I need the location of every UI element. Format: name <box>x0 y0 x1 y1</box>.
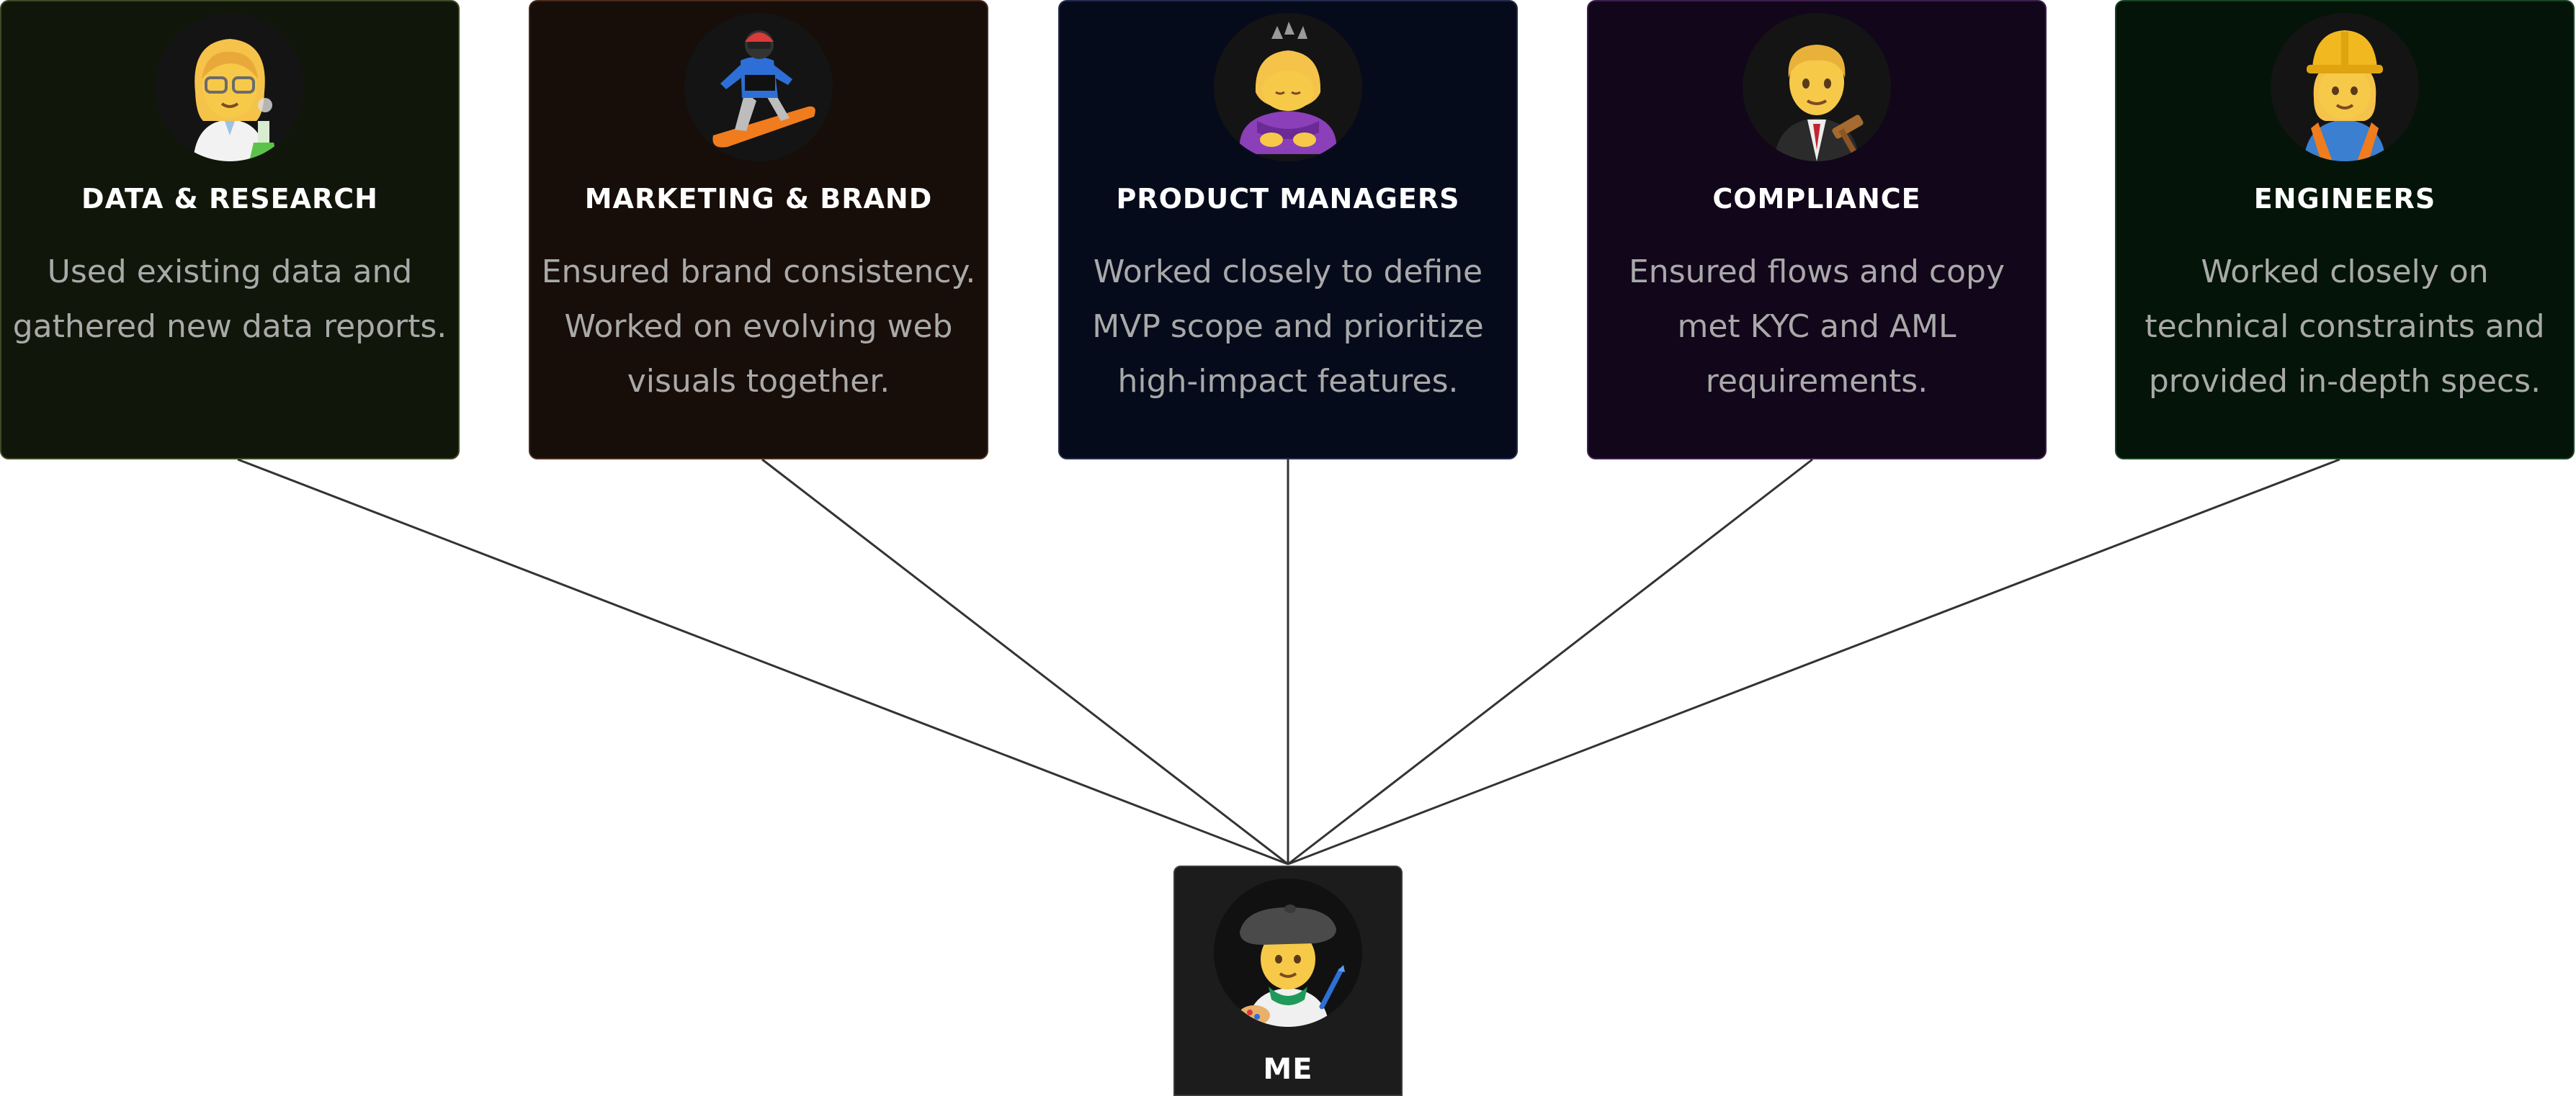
connector-line-3 <box>1287 458 1813 866</box>
card-data-research: DATA & RESEARCH Used existing data and g… <box>0 0 460 459</box>
card-engineers: ENGINEERS Worked closely on technical co… <box>2115 0 2575 459</box>
card-description: Ensured flows and copy met KYC and AML r… <box>1629 253 2005 400</box>
judge-man-icon <box>1774 45 1864 161</box>
card-title: MARKETING & BRAND <box>584 183 933 215</box>
card-title: DATA & RESEARCH <box>81 183 378 215</box>
avatar <box>156 13 304 161</box>
artist-icon <box>1238 904 1345 1027</box>
snowboarder-icon <box>712 30 815 148</box>
connector-line-1 <box>761 458 1289 866</box>
card-title: PRODUCT MANAGERS <box>1116 183 1460 215</box>
connector-line-4 <box>1287 458 2340 866</box>
card-description: Worked closely on technical constraints … <box>2145 253 2545 400</box>
card-product-managers: PRODUCT MANAGERS Worked closely to defin… <box>1058 0 1518 459</box>
card-title: COMPLIANCE <box>1712 183 1921 215</box>
me-card: ME <box>1173 866 1403 1096</box>
scientist-woman-icon <box>193 39 278 161</box>
avatar <box>1214 879 1362 1027</box>
avatar <box>1214 13 1362 161</box>
card-description: Ensured brand consistency. Worked on evo… <box>541 253 976 400</box>
card-description: Used existing data and gathered new data… <box>12 253 447 345</box>
avatar <box>2271 13 2419 161</box>
avatar <box>684 13 833 161</box>
me-label: ME <box>1263 1053 1313 1086</box>
card-compliance: COMPLIANCE Ensured flows and copy met KY… <box>1587 0 2047 459</box>
avatar <box>1743 13 1891 161</box>
card-description: Worked closely to define MVP scope and p… <box>1092 253 1484 400</box>
connector-line-0 <box>237 458 1289 866</box>
construction-worker-woman-icon <box>2304 30 2386 161</box>
card-marketing-brand: MARKETING & BRAND Ensured brand consiste… <box>529 0 988 459</box>
card-title: ENGINEERS <box>2253 183 2436 215</box>
bowing-woman-icon <box>1240 22 1336 154</box>
